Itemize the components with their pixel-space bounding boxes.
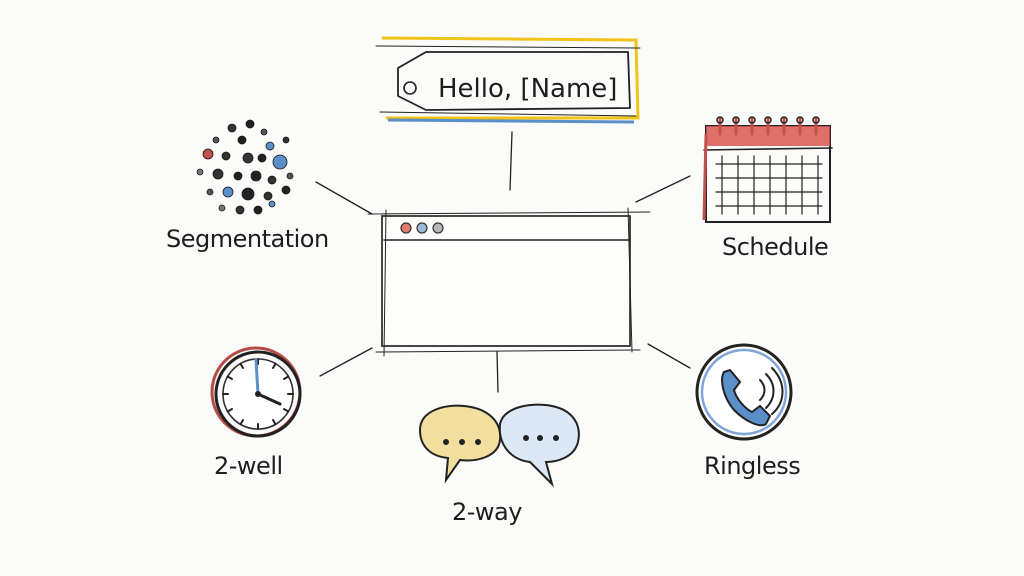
two-well-label: 2-well	[214, 452, 283, 480]
dot-cluster-icon	[196, 119, 294, 215]
calendar-icon	[702, 116, 833, 223]
segmentation-label: Segmentation	[166, 225, 329, 253]
tag-hole-icon	[403, 81, 417, 95]
browser-window-icon	[367, 207, 651, 357]
connector-lines	[315, 131, 691, 393]
ringless-label: Ringless	[704, 452, 801, 480]
name-tag: Hello, [Name]	[375, 36, 641, 124]
tag-text: Hello, [Name]	[438, 74, 617, 104]
two-way-label: 2-way	[452, 498, 522, 526]
phone-icon	[695, 343, 793, 441]
clock-icon	[210, 346, 302, 438]
chat-bubbles-icon	[418, 403, 580, 488]
schedule-label: Schedule	[722, 233, 829, 261]
